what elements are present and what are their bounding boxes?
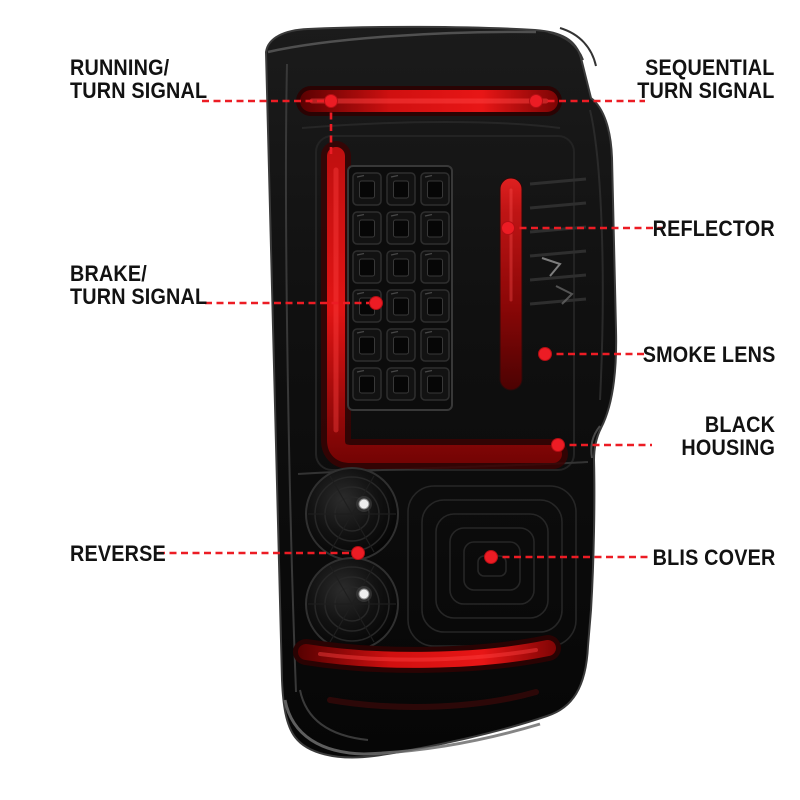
callout-label-line: TURN SIGNAL [70,284,208,309]
callout-label-line: BRAKE/ [70,261,147,286]
leader-reverse [158,546,365,560]
reverse-optics [305,467,399,651]
callout-label-line: TURN SIGNAL [637,78,775,103]
callout-label-line: BLIS COVER [652,545,775,570]
vent-slats [529,177,587,306]
callout-brake-turn-signal: BRAKE/ TURN SIGNAL [70,262,207,308]
callout-label-line: BLACK [704,412,775,437]
callout-black-housing: BLACK HOUSING [681,413,775,459]
callout-label-line: REFLECTOR [652,216,775,241]
led-array [347,165,453,411]
leader-blis-cover [484,550,652,564]
bottom-light-bar [293,635,561,710]
leader-reflector [501,221,662,235]
leader-running-turn-signal [202,94,338,157]
leader-smoke-lens [538,347,648,361]
callout-label-line: RUNNING/ [70,55,170,80]
callout-label-line: HOUSING [681,435,775,460]
c-light-bar [321,141,568,469]
callout-label-line: TURN SIGNAL [70,78,208,103]
callout-running-turn-signal: RUNNING/ TURN SIGNAL [70,56,207,102]
callout-reverse: REVERSE [70,542,166,565]
callout-smoke-lens: SMOKE LENS [642,343,775,366]
leader-black-housing [551,438,652,452]
callout-reflector: REFLECTOR [653,217,775,240]
callout-label-line: REVERSE [70,541,166,566]
callout-label-line: SMOKE LENS [642,342,775,367]
callout-sequential-turn-signal: SEQUENTIAL TURN SIGNAL [638,56,775,102]
leader-brake-turn-signal [205,296,383,310]
top-light-bar [296,86,562,116]
callout-blis-cover: BLIS COVER [652,546,775,569]
callout-label-line: SEQUENTIAL [645,55,775,80]
leader-sequential-turn-signal [529,94,645,108]
